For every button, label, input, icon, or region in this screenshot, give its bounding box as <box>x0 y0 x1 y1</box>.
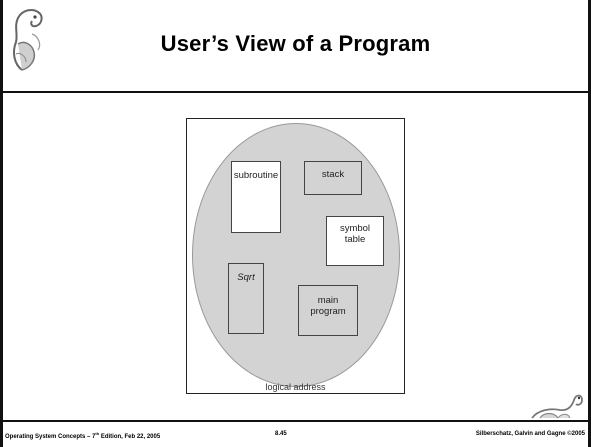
footer-divider <box>3 420 588 422</box>
footer-page-number: 8.45 <box>275 431 287 437</box>
left-frame-border <box>0 0 3 447</box>
segment-subroutine: subroutine <box>231 161 281 233</box>
footer-course-info: Operating System Concepts – 7th Edition,… <box>5 431 160 440</box>
segment-symbol-table-label-1: symbol <box>339 223 371 234</box>
small-dinosaur-icon <box>531 394 583 419</box>
segment-subroutine-label: subroutine <box>233 170 279 181</box>
logical-address-diagram: subroutine stack symbol table Sqrt main … <box>186 118 405 394</box>
title-divider <box>3 91 588 93</box>
segment-main-program: main program <box>298 285 358 336</box>
slide-title: User’s View of a Program <box>160 31 431 56</box>
logical-address-caption: logical address <box>265 382 326 392</box>
segment-sqrt-label: Sqrt <box>237 272 255 283</box>
footer-course-prefix: Operating System Concepts – 7 <box>5 434 96 440</box>
segment-main-program-label-1: main <box>317 295 339 306</box>
footer-course-sup: th <box>95 431 100 436</box>
segment-sqrt: Sqrt <box>228 263 264 334</box>
segment-symbol-table: symbol table <box>326 216 384 266</box>
footer-course-suffix: Edition, Feb 22, 2005 <box>99 434 161 440</box>
segment-stack-label: stack <box>321 169 345 180</box>
segment-symbol-table-label-2: table <box>344 234 366 245</box>
segment-stack: stack <box>304 161 362 195</box>
segment-main-program-label-2: program <box>310 306 346 317</box>
footer-authors: Silberschatz, Galvin and Gagne ©2005 <box>475 431 585 437</box>
right-frame-border <box>588 0 591 447</box>
dinosaur-logo-icon <box>13 9 43 71</box>
